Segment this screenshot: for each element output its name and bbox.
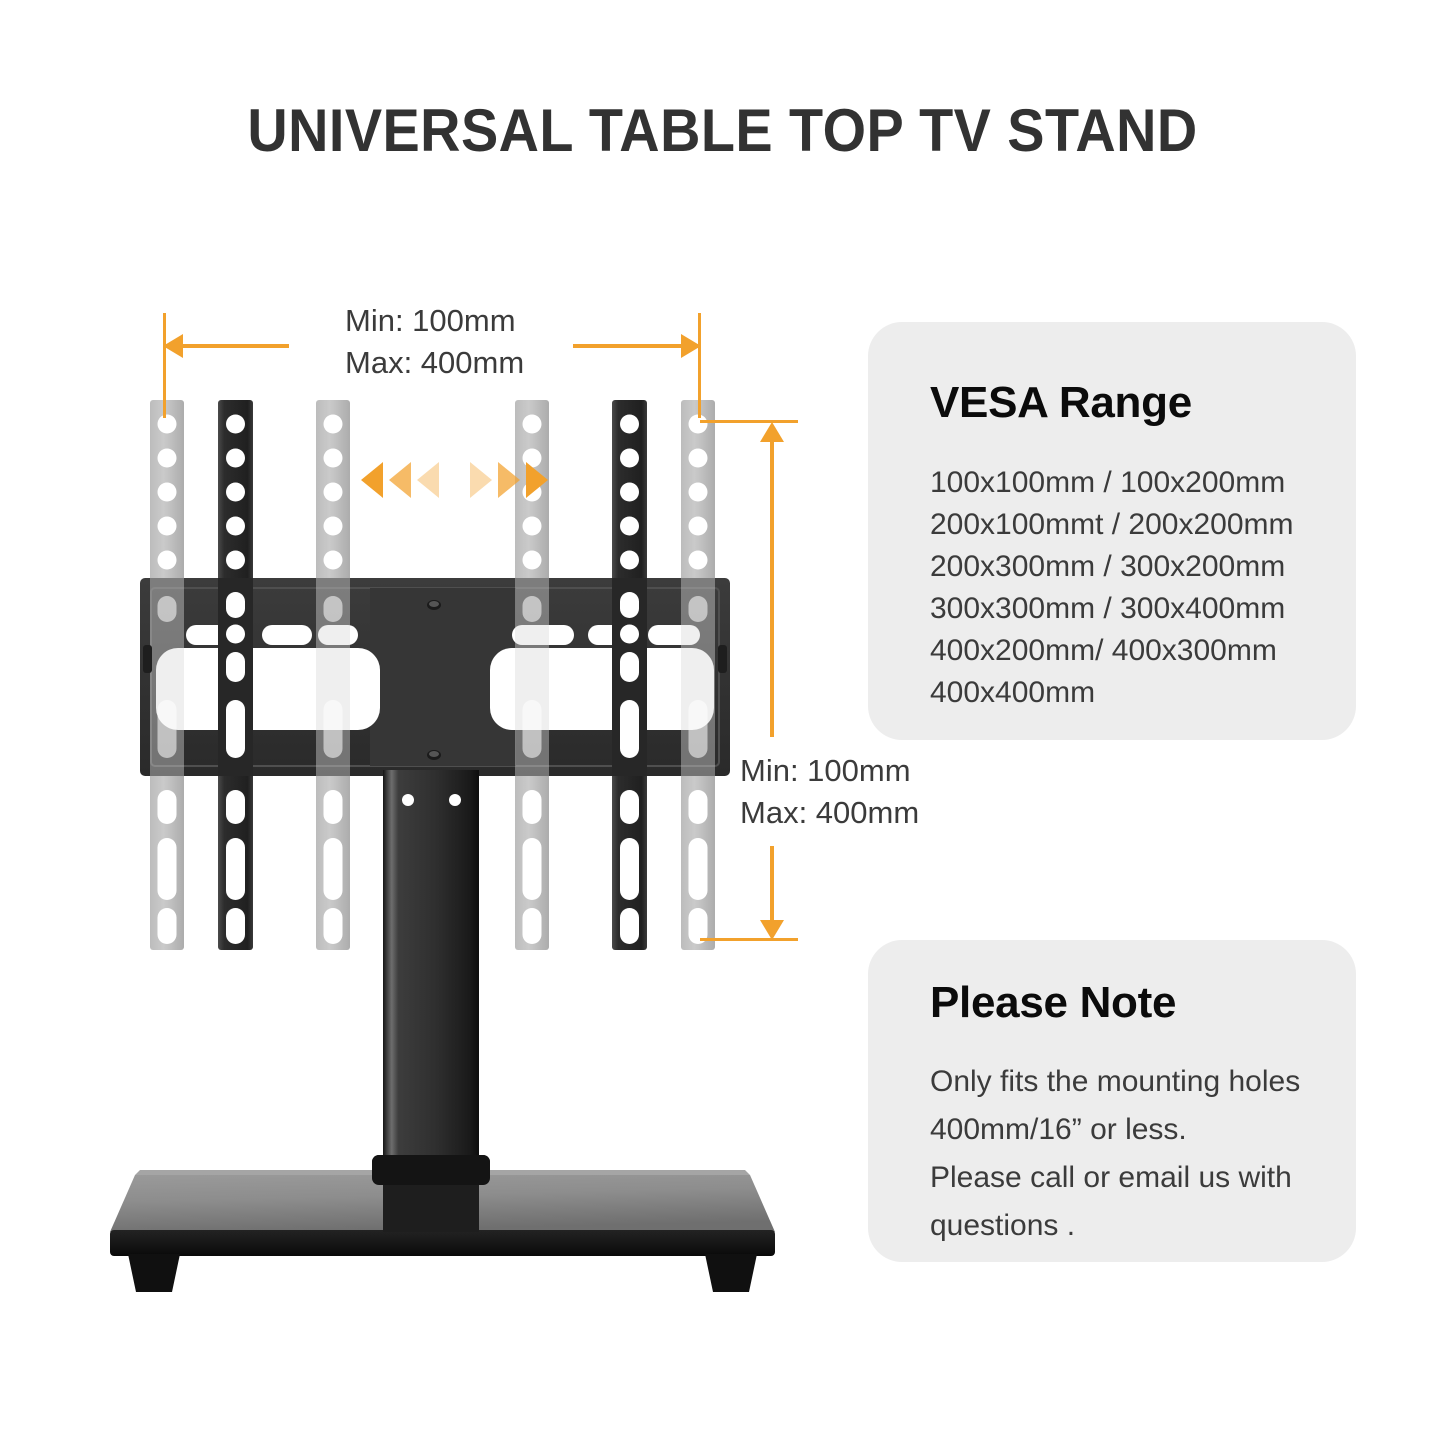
vertical-dimension-label: Min: 100mm Max: 400mm [740, 750, 919, 834]
chevron-right-icon [470, 462, 548, 498]
vesa-range-item: 200x300mm / 300x200mm [930, 550, 1286, 583]
v-extension-line-bottom [700, 938, 798, 941]
h-dim-line-left [166, 344, 289, 348]
h-dim-min: Min: 100mm [345, 303, 516, 338]
vesa-range-item: 400x200mm/ 400x300mm [930, 634, 1277, 667]
h-dim-line-right [573, 344, 698, 348]
please-note-line: Only fits the mounting holes 400mm/16” o… [930, 1065, 1301, 1146]
page-title: UNIVERSAL TABLE TOP TV STAND [247, 97, 1198, 164]
vesa-range-item: 100x100mm / 100x200mm [930, 466, 1286, 499]
arrow-down-icon [760, 920, 784, 940]
horizontal-dimension-label: Min: 100mm Max: 400mm [345, 300, 524, 384]
please-note-card: Please Note Only fits the mounting holes… [868, 940, 1356, 1262]
arrow-left-icon [163, 334, 183, 358]
h-extension-line-left [163, 313, 166, 418]
vesa-range-card: VESA Range 100x100mm / 100x200mm 200x100… [868, 322, 1356, 740]
arrow-right-icon [681, 334, 701, 358]
h-dim-max: Max: 400mm [345, 345, 525, 380]
h-extension-line-right [698, 313, 701, 418]
v-extension-line-top [700, 420, 798, 423]
v-dim-line-upper [770, 432, 774, 737]
vesa-range-item: 400x400mm [930, 676, 1096, 709]
v-dim-line-lower [770, 846, 774, 928]
vesa-range-list: 100x100mm / 100x200mm 200x100mmt / 200x2… [930, 462, 1328, 714]
please-note-line: Please call or email us with questions . [930, 1161, 1292, 1242]
please-note-heading: Please Note [930, 978, 1177, 1027]
v-dim-min: Min: 100mm [740, 753, 911, 788]
vesa-range-heading: VESA Range [930, 378, 1192, 427]
chevron-left-icon [361, 462, 439, 498]
v-dim-max: Max: 400mm [740, 795, 920, 830]
please-note-text: Only fits the mounting holes 400mm/16” o… [930, 1058, 1328, 1250]
arrow-up-icon [760, 422, 784, 442]
vesa-range-item: 300x300mm / 300x400mm [930, 592, 1286, 625]
vesa-range-item: 200x100mmt / 200x200mm [930, 508, 1294, 541]
